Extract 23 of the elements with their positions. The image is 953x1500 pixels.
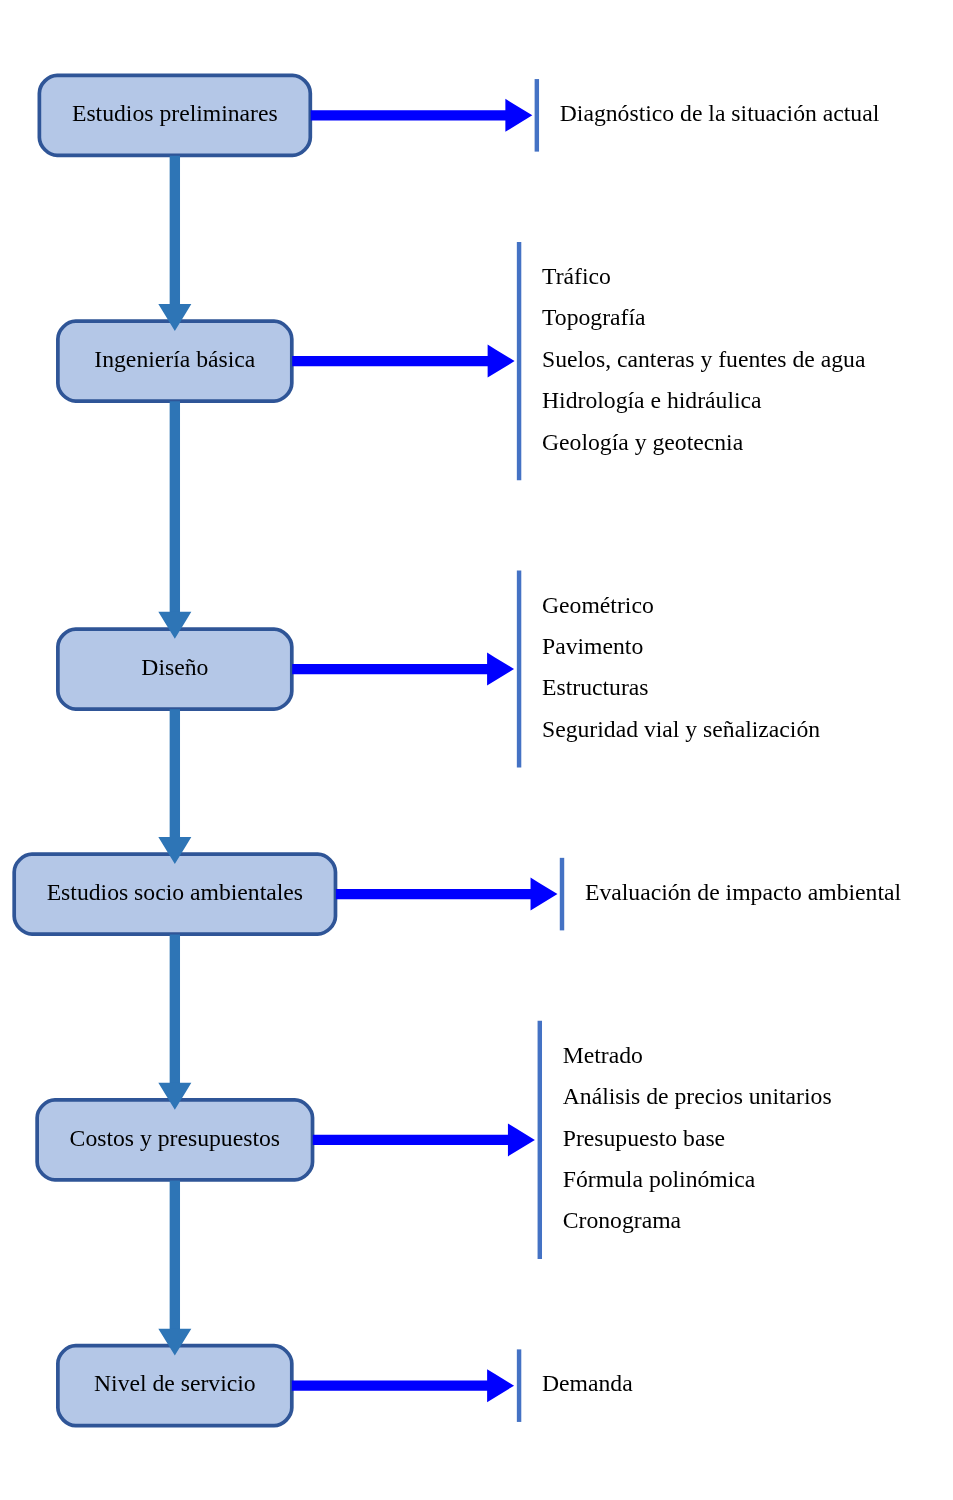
arrow [310,98,533,132]
arrow [158,155,192,331]
arrow [292,652,515,686]
arrow [312,1122,535,1156]
arrow [158,1179,192,1356]
arrow [158,400,192,639]
node-text: Tráfico Topografía Suelos, canteras y fuentes de agua Hidrología e hidráulica Geología y geotecnia [542,262,866,455]
arrow [335,877,558,911]
node-text: Demanda [542,1369,633,1396]
node-box: Nivel de servicio [56,1343,294,1427]
node-box: Estudios preliminares [37,73,313,157]
arrow [292,344,515,378]
node-text: Evaluación de impacto ambiental [584,878,902,905]
arrow [291,1368,515,1402]
node-text: Metrado Análisis de precios unitarios Presupuesto base Fórmula polinómica Cronograma [562,1041,832,1233]
node-box: Estudios socio ambientales [12,851,338,936]
node-box: Ingeniería básica [56,318,294,403]
arrow [158,934,192,1110]
node-box: Diseño [56,626,294,711]
node-text: Diagnóstico de la situación actual [559,99,880,126]
arrow [158,708,192,864]
node-box: Costos y presupuestos [35,1097,315,1182]
node-text: Geométrico Pavimento Estructuras Seguridad vial y señalización [542,591,821,742]
